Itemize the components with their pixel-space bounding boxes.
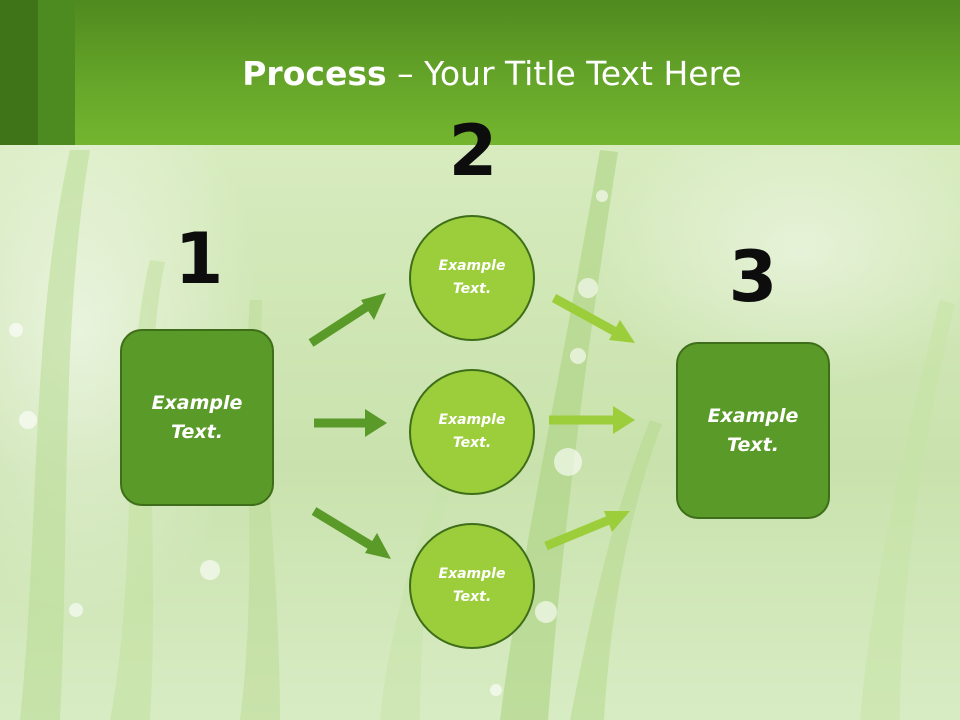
step-number-2: 2 <box>448 110 498 192</box>
step-1-text: Example Text. <box>151 391 243 443</box>
circle-top-text: Example Text. <box>438 258 506 297</box>
step-2-circle-top: Example Text. <box>409 215 535 341</box>
step-2-circle-bottom: Example Text. <box>409 523 535 649</box>
arrow-bottom-to-step3 <box>544 511 630 551</box>
step-3-box: Example Text. <box>676 342 830 519</box>
circle-middle-text: Example Text. <box>438 412 506 451</box>
slide-title: Process – Your Title Text Here <box>0 52 960 96</box>
title-bar: Process – Your Title Text Here <box>0 0 960 145</box>
arrow-step1-to-bottom <box>311 507 391 559</box>
arrow-step1-to-middle <box>314 409 387 437</box>
step-3-text: Example Text. <box>707 404 799 456</box>
step-number-1: 1 <box>174 218 224 300</box>
arrow-top-to-step3 <box>551 294 635 343</box>
step-1-box: Example Text. <box>120 329 274 506</box>
arrow-middle-to-step3 <box>549 406 635 434</box>
circle-bottom-text: Example Text. <box>438 566 506 605</box>
step-2-circle-middle: Example Text. <box>409 369 535 495</box>
title-bar-accent-mid <box>38 0 75 145</box>
title-bold: Process <box>242 54 387 93</box>
arrow-step1-to-top <box>308 293 386 347</box>
step-number-3: 3 <box>728 236 778 318</box>
title-bar-accent-dark <box>0 0 38 145</box>
title-rest: – Your Title Text Here <box>386 54 742 93</box>
